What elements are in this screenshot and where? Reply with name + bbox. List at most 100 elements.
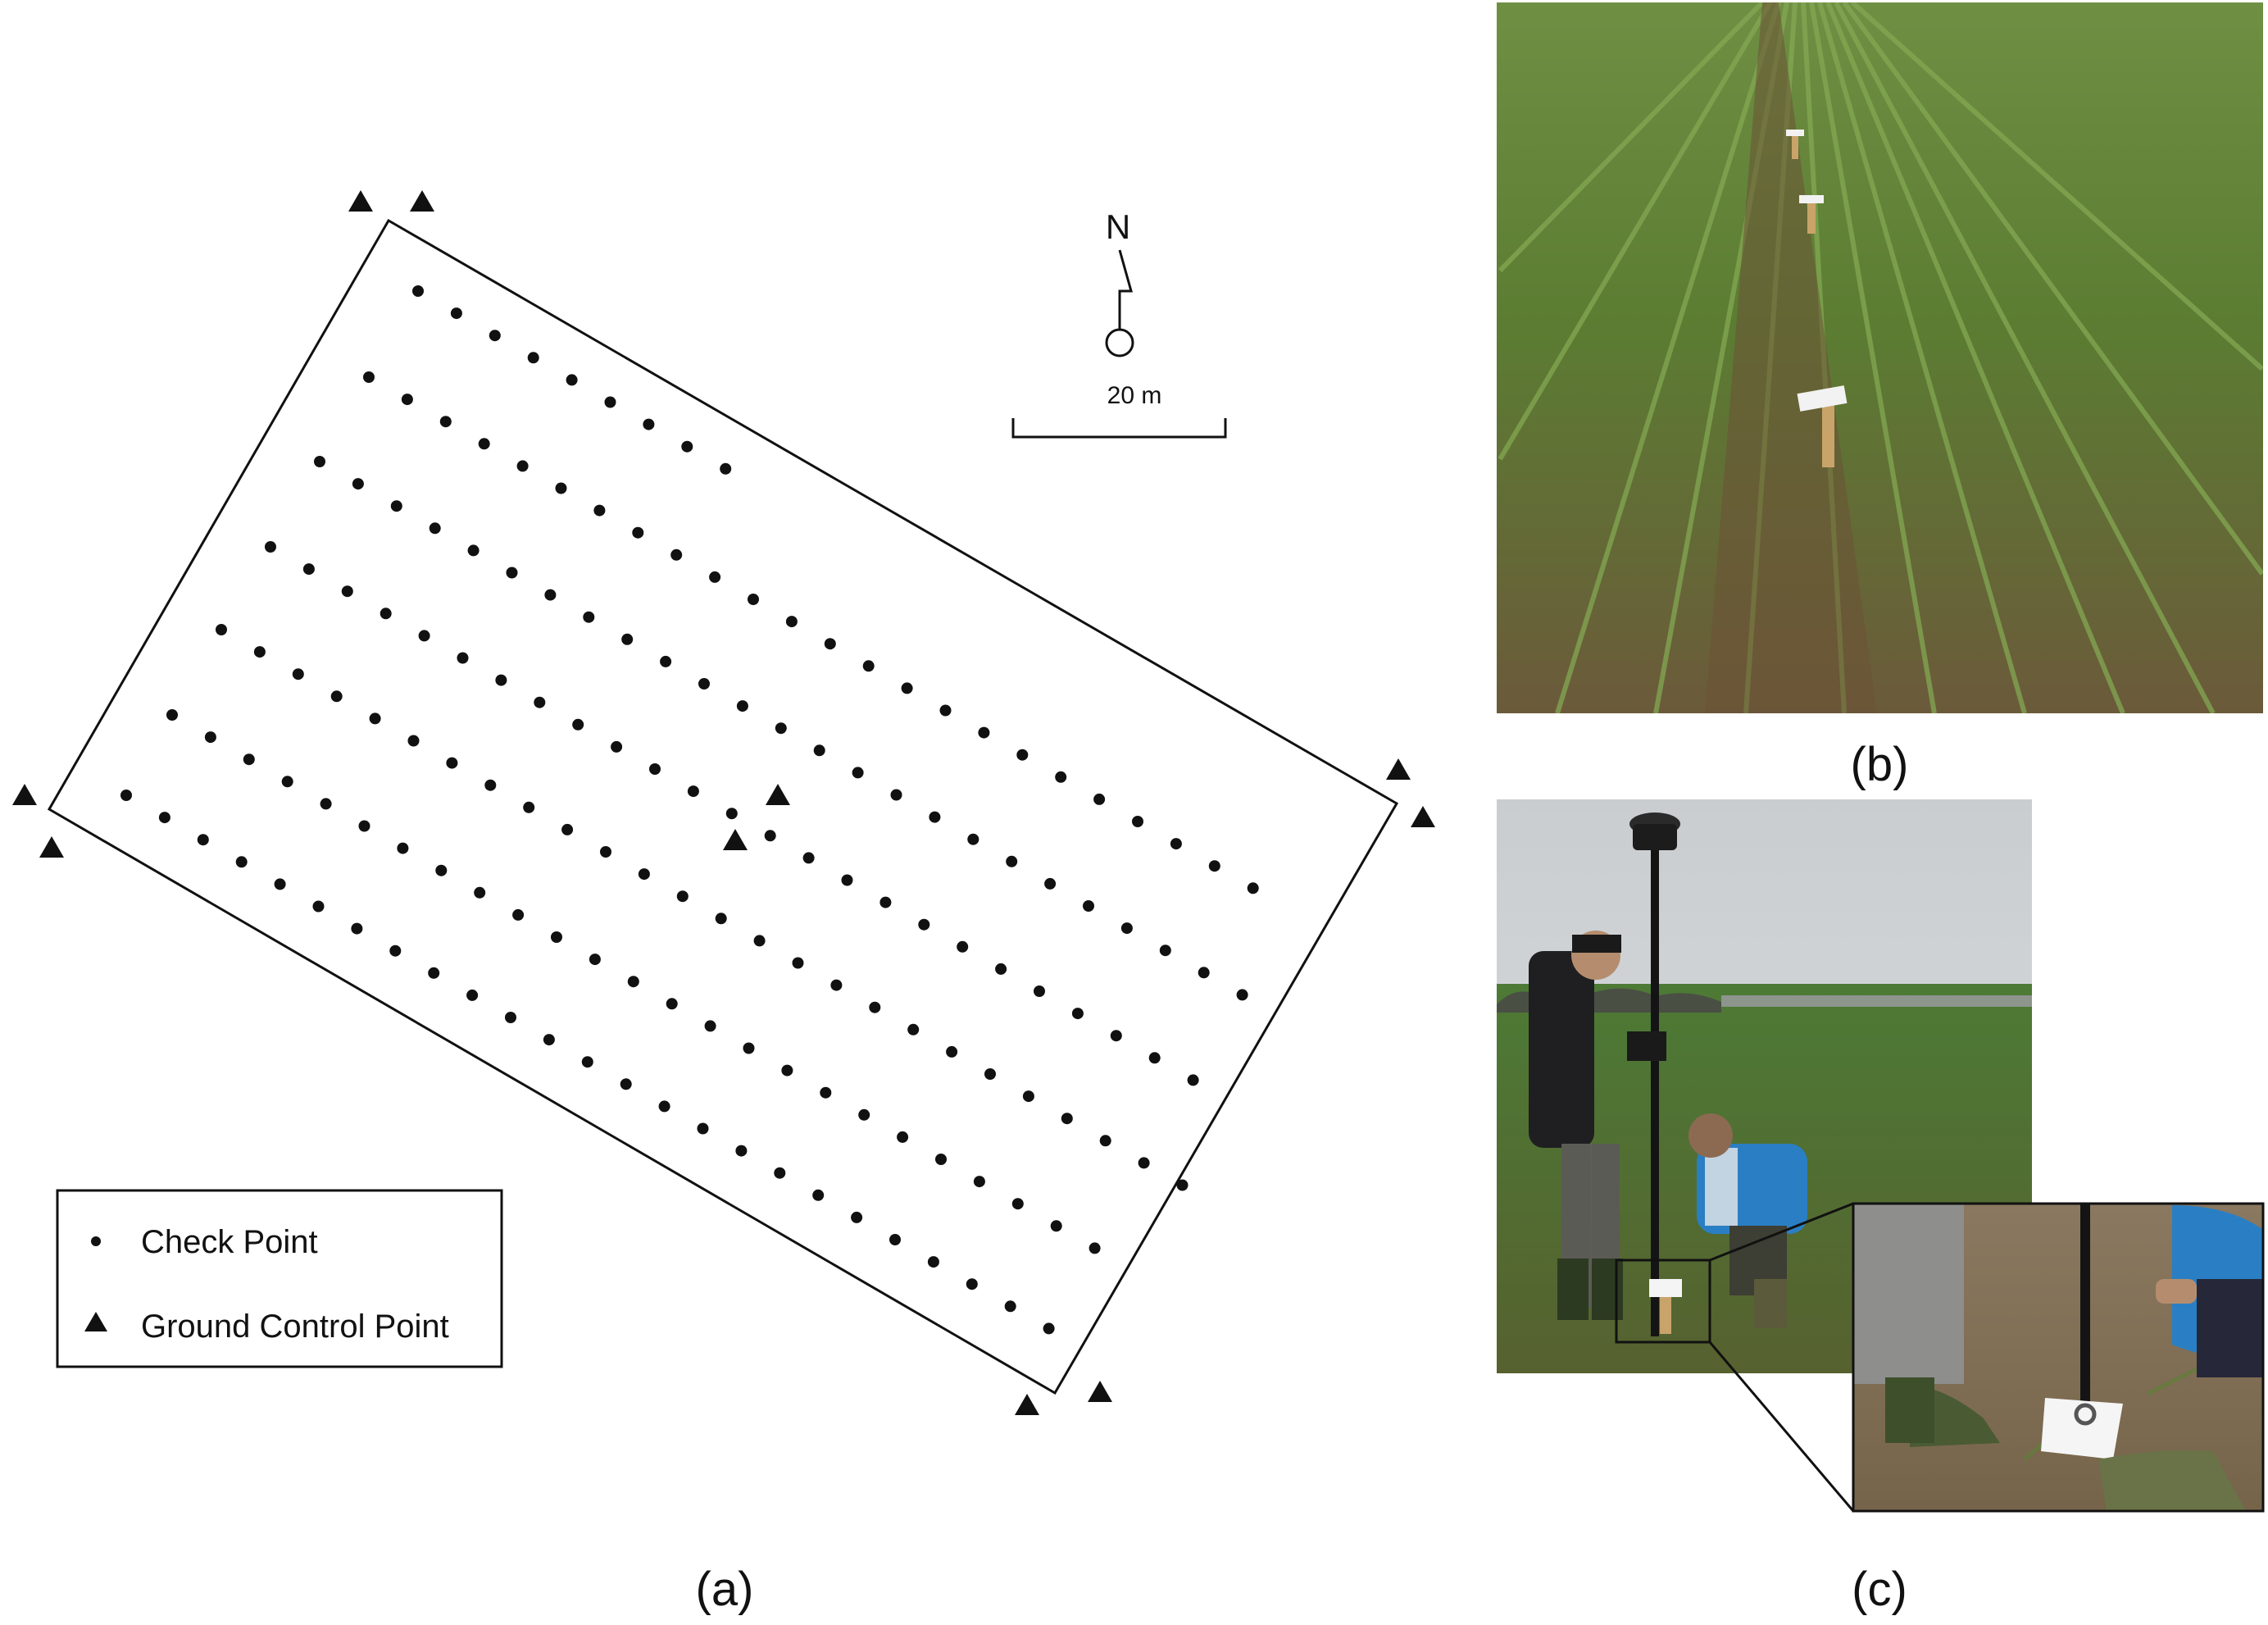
check-point [566,374,578,385]
check-point [984,1068,996,1080]
check-point [313,901,325,913]
check-point [698,678,710,690]
zoom-inset-photo [1853,1204,2263,1511]
north-arrow-circle [1107,330,1133,356]
panel-label-b: (b) [1851,738,1909,791]
check-point [649,763,661,775]
check-point [775,722,787,734]
check-point [1089,1242,1101,1254]
field-photo [1497,2,2263,713]
check-point [351,923,362,935]
field-photo-panel: (b) [1497,2,2263,791]
check-point [282,776,293,787]
check-point [935,1154,947,1165]
ground-control-point [1015,1394,1039,1415]
check-point [995,963,1007,975]
legend-label-check-point: Check Point [141,1224,318,1260]
check-point [561,824,573,835]
check-point [331,690,343,702]
check-point [243,753,255,765]
check-point [1149,1052,1161,1063]
ground-control-point [1411,806,1435,827]
check-point [1093,794,1105,805]
check-point [1248,882,1259,894]
check-point [974,1176,985,1187]
check-point [391,500,402,512]
check-point [474,887,485,899]
check-point [1055,772,1066,783]
check-point [957,941,968,953]
check-point [851,1212,862,1223]
check-point [639,868,650,880]
ground-control-point [12,784,37,805]
check-point [556,483,567,494]
check-point [743,1043,755,1054]
check-point [1188,1074,1199,1086]
check-point [754,935,766,946]
check-point [670,549,682,561]
check-point [370,712,381,724]
check-point [352,478,364,489]
check-point [484,780,496,791]
check-point [1177,1180,1189,1191]
check-point [1005,1300,1016,1312]
check-point [505,1012,516,1023]
check-point [1044,878,1056,890]
check-point [659,1100,670,1112]
check-point [544,589,556,601]
check-point [495,675,507,686]
check-point [303,563,315,575]
check-points [120,285,1259,1334]
check-point [765,830,776,841]
check-point [582,1056,593,1067]
check-point [1006,856,1017,867]
check-point [236,856,248,867]
check-point [1237,989,1248,1000]
north-arrow: N [1106,207,1133,356]
check-point [698,1123,709,1135]
check-point [389,945,401,957]
check-point [1139,1157,1150,1168]
check-point [1051,1220,1062,1231]
check-point [198,834,209,845]
check-point [774,1168,785,1179]
check-point [1132,816,1143,827]
ground-control-point [723,829,748,850]
legend-label-ground-control-point: Ground Control Point [141,1309,449,1345]
check-point [677,890,689,902]
check-point [507,567,518,579]
check-point [716,913,727,924]
check-point [825,638,836,649]
check-point [466,990,478,1001]
check-point [897,1131,908,1143]
check-point [320,798,332,809]
check-point [666,998,678,1009]
check-point [1012,1198,1024,1209]
check-point [1111,1030,1122,1041]
check-point [820,1087,831,1099]
check-point [523,802,534,813]
check-point [435,865,447,876]
check-point [589,954,601,965]
check-point [1100,1135,1111,1146]
north-arrow-pointer [1120,250,1131,330]
check-point [967,834,979,845]
check-point [793,958,804,969]
check-point [457,653,469,664]
check-point [402,394,413,405]
scale-bar-line [1013,418,1225,437]
check-point [1023,1090,1034,1102]
check-point [120,790,132,801]
check-point [1061,1113,1073,1124]
check-point [489,330,501,341]
scale-bar: 20 m [1013,382,1225,437]
check-point [902,682,913,694]
check-point [534,697,545,708]
check-point [726,808,738,819]
check-point [737,700,748,712]
check-point [889,1234,901,1245]
check-point [688,785,699,797]
check-point [205,731,216,743]
check-point [620,1078,632,1090]
